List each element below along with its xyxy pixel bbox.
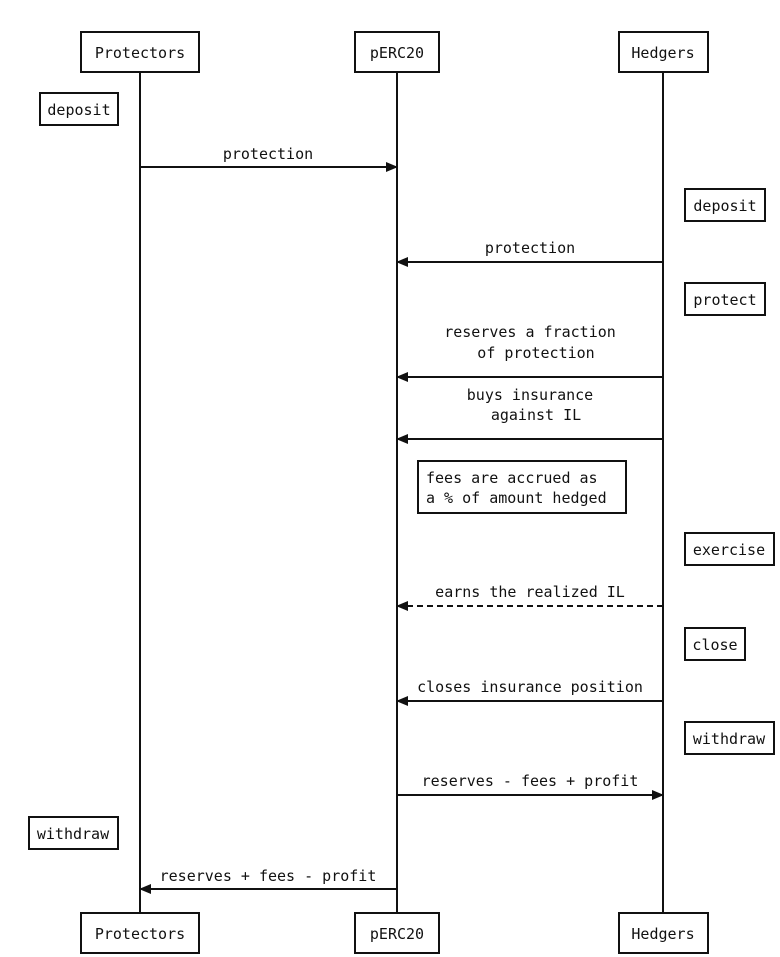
note-text: exercise: [693, 541, 765, 559]
note-hedgers-deposit: deposit: [684, 188, 766, 222]
note-text: withdraw: [693, 730, 766, 748]
participant-label: Protectors: [95, 44, 185, 62]
note-hedgers-protect: protect: [684, 282, 766, 316]
note-hedgers-exercise: exercise: [684, 532, 775, 566]
message-buys-insurance: buys insurance against IL: [396, 386, 663, 444]
participant-bottom-protectors: Protectors: [80, 912, 200, 954]
note-protectors-withdraw: withdraw: [28, 816, 119, 850]
note-hedgers-withdraw: withdraw: [684, 721, 775, 755]
message-label-line-2: of protection: [477, 344, 594, 362]
participant-label: pERC20: [370, 44, 424, 62]
note-protectors-deposit: deposit: [39, 92, 119, 126]
message-label: protection: [223, 145, 313, 163]
message-label: reserves + fees - profit: [160, 867, 377, 885]
message-label: reserves - fees + profit: [422, 772, 639, 790]
participant-label: Protectors: [95, 925, 185, 943]
message-reserves-fraction: reserves a fraction of protection: [396, 323, 663, 382]
message-label: protection: [485, 239, 575, 257]
participant-label: Hedgers: [631, 44, 694, 62]
note-text: deposit: [47, 101, 110, 119]
message-label-line-1: reserves a fraction: [444, 323, 616, 341]
note-perc20-fees: fees are accrued as a % of amount hedged: [417, 460, 627, 514]
message-label: closes insurance position: [417, 678, 643, 696]
message-label: earns the realized IL: [435, 583, 625, 601]
participant-label: pERC20: [370, 925, 424, 943]
message-label-line-2: against IL: [491, 406, 581, 424]
participant-top-protectors: Protectors: [80, 31, 200, 73]
note-text: deposit: [693, 197, 756, 215]
message-label-line-1: buys insurance: [467, 386, 593, 404]
message-reserves-plus-fees: reserves + fees - profit: [139, 867, 397, 894]
participant-label: Hedgers: [631, 925, 694, 943]
note-text: withdraw: [37, 825, 110, 843]
note-text-line-1: fees are accrued as: [426, 469, 598, 487]
message-closes-position: closes insurance position: [396, 678, 663, 706]
participant-top-perc20: pERC20: [354, 31, 440, 73]
note-text: protect: [693, 291, 756, 309]
note-text-line-2: a % of amount hedged: [426, 489, 607, 507]
message-protection-2: protection: [396, 239, 663, 267]
participant-bottom-perc20: pERC20: [354, 912, 440, 954]
participant-top-hedgers: Hedgers: [618, 31, 709, 73]
message-earns-il: earns the realized IL: [396, 583, 663, 611]
note-hedgers-close: close: [684, 627, 746, 661]
note-text: close: [692, 636, 737, 654]
message-reserves-minus-fees: reserves - fees + profit: [397, 772, 664, 800]
participant-bottom-hedgers: Hedgers: [618, 912, 709, 954]
message-protection-1: protection: [140, 145, 398, 172]
